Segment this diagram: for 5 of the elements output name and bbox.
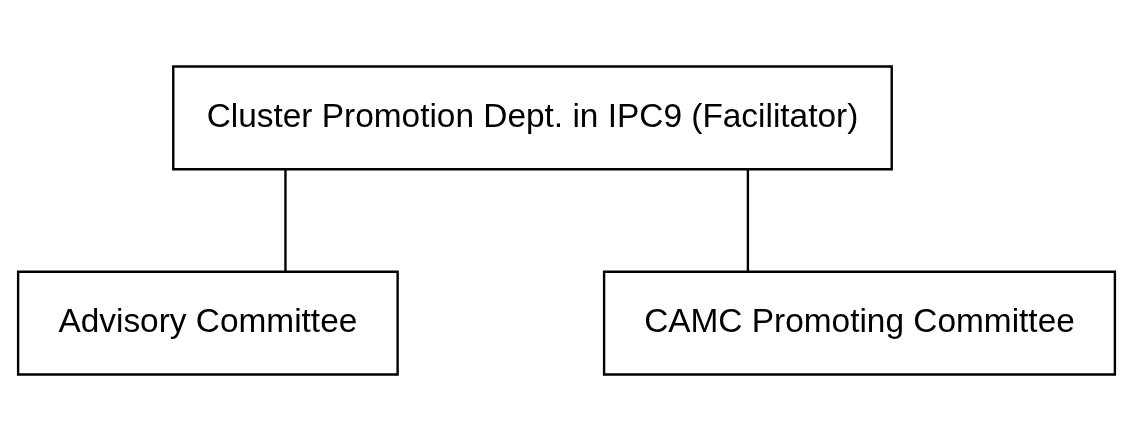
- connector: [746, 169, 750, 272]
- node-box: Advisory Committee: [16, 270, 399, 376]
- connector: [284, 169, 287, 272]
- node-box: Cluster Promotion Dept. in IPC9 (Facilitator): [172, 65, 893, 171]
- node-box: CAMC Promoting Committee: [602, 270, 1117, 376]
